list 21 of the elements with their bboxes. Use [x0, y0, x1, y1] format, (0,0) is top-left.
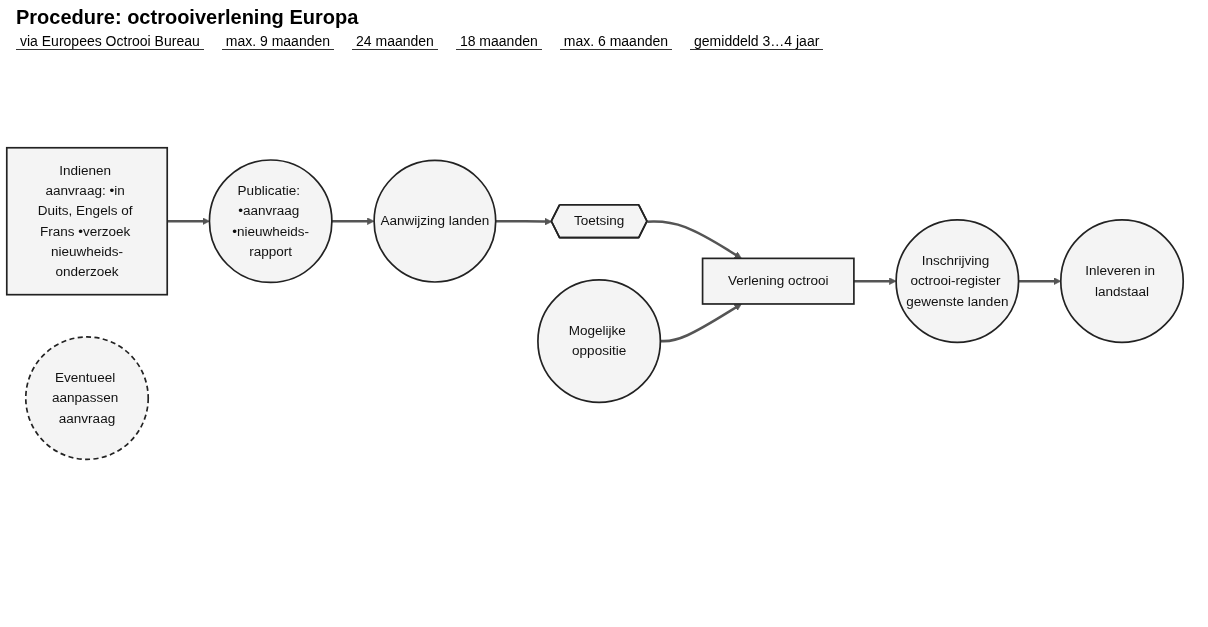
arrow — [660, 304, 742, 343]
node-circle: Aanwijzing landen — [373, 160, 497, 284]
duration-label: 24 maanden — [352, 33, 438, 50]
node-circle: Inleveren in landstaal — [1059, 219, 1185, 344]
duration-label: max. 9 maanden — [221, 33, 335, 50]
node-circle: Publicatie: •aanvraag •nieuwheids-rapport — [208, 159, 333, 284]
arrow — [495, 218, 553, 226]
duration-label: via Europees Octrooi Bureau — [16, 33, 204, 50]
node-circle: Inschrijving octrooi-register gewenste landen — [895, 219, 1020, 344]
node-circle: Eventueel aanpassen aanvraag — [24, 336, 150, 461]
arrow — [647, 220, 742, 260]
duration-label: 18 maanden — [455, 33, 542, 50]
duration-label: max. 6 maanden — [559, 33, 673, 50]
node-box: Verlening octrooi — [701, 257, 855, 306]
arrow — [331, 217, 375, 226]
diagram-title: Procedure: octrooiverlening Europa — [16, 6, 360, 29]
duration-label: gemiddeld 3…4 jaar — [690, 33, 824, 50]
node-circle: Mogelijke oppositie — [537, 279, 662, 404]
arrow — [167, 217, 210, 226]
node-box: Indienen aanvraag: •in Duits, Engels of Frans •verzoek nieuwheids-onderzoek — [5, 147, 169, 296]
arrow — [853, 277, 897, 286]
